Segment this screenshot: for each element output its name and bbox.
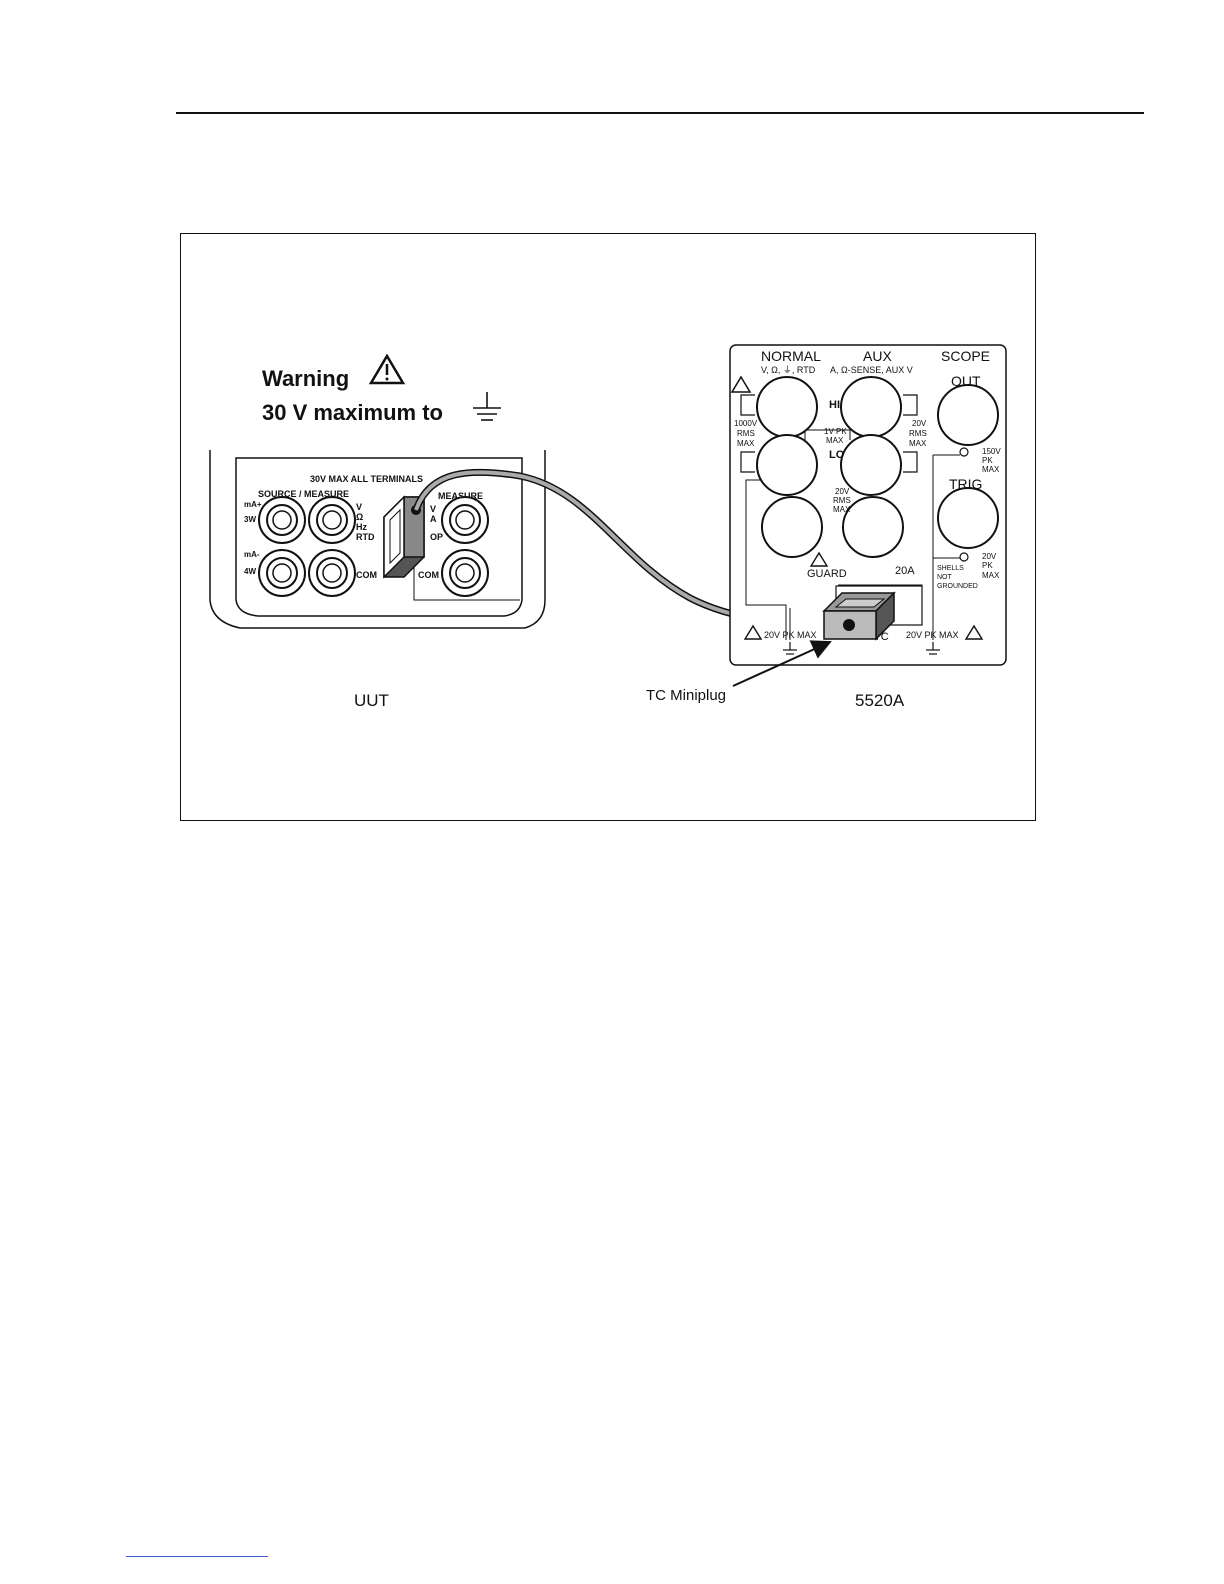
cal-20vpk-3: MAX bbox=[982, 571, 1000, 580]
uut-ma-minus: mA- bbox=[244, 550, 260, 559]
cal-hazard-icon bbox=[730, 375, 752, 393]
cal-shells-1: SHELLS bbox=[937, 565, 964, 572]
cal-20v-mid-1: 20V bbox=[835, 487, 850, 496]
calibrator-panel: NORMAL V, Ω, ⏚, RTD AUX A, Ω-SENSE, AUX … bbox=[729, 344, 1007, 710]
cal-aux: AUX bbox=[863, 348, 892, 364]
cal-20v-mid-2: RMS bbox=[833, 496, 851, 505]
uut-v: V bbox=[356, 502, 362, 512]
uut-3w: 3W bbox=[244, 515, 256, 524]
uut-tc-miniplug bbox=[383, 495, 425, 579]
warning-block: Warning 30 V maximum to bbox=[262, 353, 501, 425]
cal-jack-aux-lo bbox=[840, 434, 902, 496]
cal-1000v-2: RMS bbox=[737, 429, 755, 438]
uut-jack-measure-hi bbox=[441, 496, 489, 544]
cal-pk-right: 20V PK MAX bbox=[906, 630, 959, 640]
cal-20vpk-2: PK bbox=[982, 561, 993, 570]
uut-device: 30V MAX ALL TERMINALS SOURCE / MEASURE M… bbox=[209, 450, 546, 710]
cal-150v-1: 150V bbox=[982, 447, 1001, 456]
cal-1000v-3: MAX bbox=[737, 439, 755, 448]
cal-shells-3: GROUNDED bbox=[937, 583, 978, 590]
uut-banner: 30V MAX ALL TERMINALS bbox=[310, 474, 423, 484]
cal-20v-rms-2: RMS bbox=[909, 429, 927, 438]
uut-ma-plus: mA+ bbox=[244, 500, 262, 509]
cal-1000v-1: 1000V bbox=[734, 419, 758, 428]
uut-rtd: RTD bbox=[356, 532, 375, 542]
warning-text: 30 V maximum to bbox=[262, 400, 443, 425]
cal-jack-guard bbox=[761, 496, 823, 558]
tc-miniplug-callout: TC Miniplug bbox=[646, 640, 832, 704]
cal-ground-right-icon bbox=[926, 642, 940, 655]
uut-jack-v bbox=[308, 496, 356, 544]
uut-com-left: COM bbox=[356, 570, 377, 580]
cal-jack-normal-lo bbox=[756, 434, 818, 496]
cal-jack-normal-hi bbox=[756, 376, 818, 438]
uut-a: A bbox=[430, 514, 437, 524]
cal-guard: GUARD bbox=[807, 568, 847, 580]
uut-jack-ma-plus bbox=[258, 496, 306, 544]
uut-jack-ma-minus bbox=[258, 549, 306, 597]
cal-normal: NORMAL bbox=[761, 348, 821, 364]
cal-20v-rms-3: MAX bbox=[909, 439, 927, 448]
cal-tc-miniplug bbox=[822, 591, 896, 641]
cal-ground-left-icon bbox=[783, 642, 797, 655]
cal-caption: 5520A bbox=[855, 691, 905, 710]
cal-scope: SCOPE bbox=[941, 348, 990, 364]
cal-pk-left: 20V PK MAX bbox=[764, 630, 817, 640]
uut-v2: V bbox=[430, 504, 436, 514]
header-rule bbox=[176, 112, 1144, 114]
uut-jack-measure-com bbox=[441, 549, 489, 597]
uut-com-right: COM bbox=[418, 570, 439, 580]
cal-aux-sub: A, Ω-SENSE, AUX V bbox=[830, 365, 913, 375]
uut-op: OP bbox=[430, 532, 443, 542]
uut-hz: Hz bbox=[356, 522, 367, 532]
uut-jack-com bbox=[308, 549, 356, 597]
cal-shells-2: NOT bbox=[937, 574, 953, 581]
cal-lo: LO bbox=[829, 449, 845, 461]
cal-hi: HI bbox=[829, 399, 840, 411]
cal-1vpk-2: MAX bbox=[826, 436, 844, 445]
cal-normal-sub: V, Ω, ⏚, RTD bbox=[761, 365, 816, 375]
footer-link-underline bbox=[126, 1556, 268, 1557]
cal-pk-left-hazard-icon bbox=[743, 624, 763, 640]
cal-20a: 20A bbox=[895, 565, 915, 577]
cal-jack-scope-out bbox=[937, 384, 999, 446]
figure-frame bbox=[180, 233, 1036, 821]
uut-caption: UUT bbox=[354, 691, 389, 710]
cal-20vpk-1: 20V bbox=[982, 552, 997, 561]
cal-pk-right-hazard-icon bbox=[964, 624, 984, 640]
cal-150v-3: MAX bbox=[982, 465, 1000, 474]
cal-guard-hazard-icon bbox=[809, 551, 829, 567]
cal-150v-2: PK bbox=[982, 456, 993, 465]
warning-title: Warning bbox=[262, 366, 349, 391]
uut-measure: MEASURE bbox=[438, 491, 483, 501]
cal-1vpk-1: 1V PK bbox=[824, 427, 847, 436]
callout-label: TC Miniplug bbox=[646, 687, 726, 704]
cal-150v-connector-icon bbox=[959, 447, 969, 457]
cal-jack-trig bbox=[937, 487, 999, 549]
uut-4w: 4W bbox=[244, 567, 256, 576]
cal-jack-20a bbox=[842, 496, 904, 558]
uut-ohm: Ω bbox=[356, 512, 363, 522]
cal-20vpk-connector-icon bbox=[959, 552, 969, 562]
warning-triangle-icon bbox=[368, 353, 406, 385]
cal-20v-mid-3: MAX bbox=[833, 505, 851, 514]
cal-jack-aux-hi bbox=[840, 376, 902, 438]
cal-20v-rms-1: 20V bbox=[912, 419, 927, 428]
uut-source-measure: SOURCE / MEASURE bbox=[258, 489, 349, 499]
ground-icon bbox=[473, 392, 501, 421]
